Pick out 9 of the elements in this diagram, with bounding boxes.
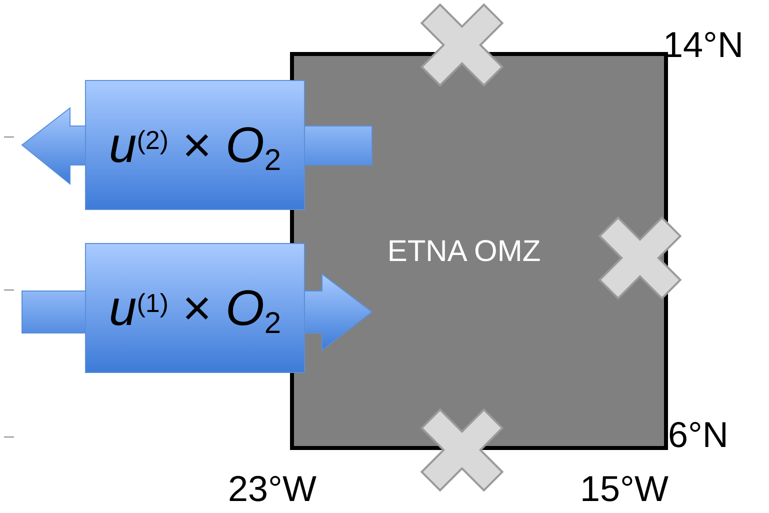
coordinate-label: 6°N <box>668 413 728 457</box>
coordinate-label: 14°N <box>663 23 744 67</box>
flux-box <box>85 80 305 210</box>
coordinate-label: 23°W <box>228 467 316 511</box>
flux-formula: u$^{(2)}$ × O$_{2}$ <box>108 120 282 170</box>
coordinate-label: 15°W <box>580 467 668 511</box>
region-label: ETNA OMZ <box>387 234 541 270</box>
flux-box <box>85 243 305 373</box>
flux-formula: u$^{(1)}$ × O$_{2}$ <box>108 283 282 333</box>
